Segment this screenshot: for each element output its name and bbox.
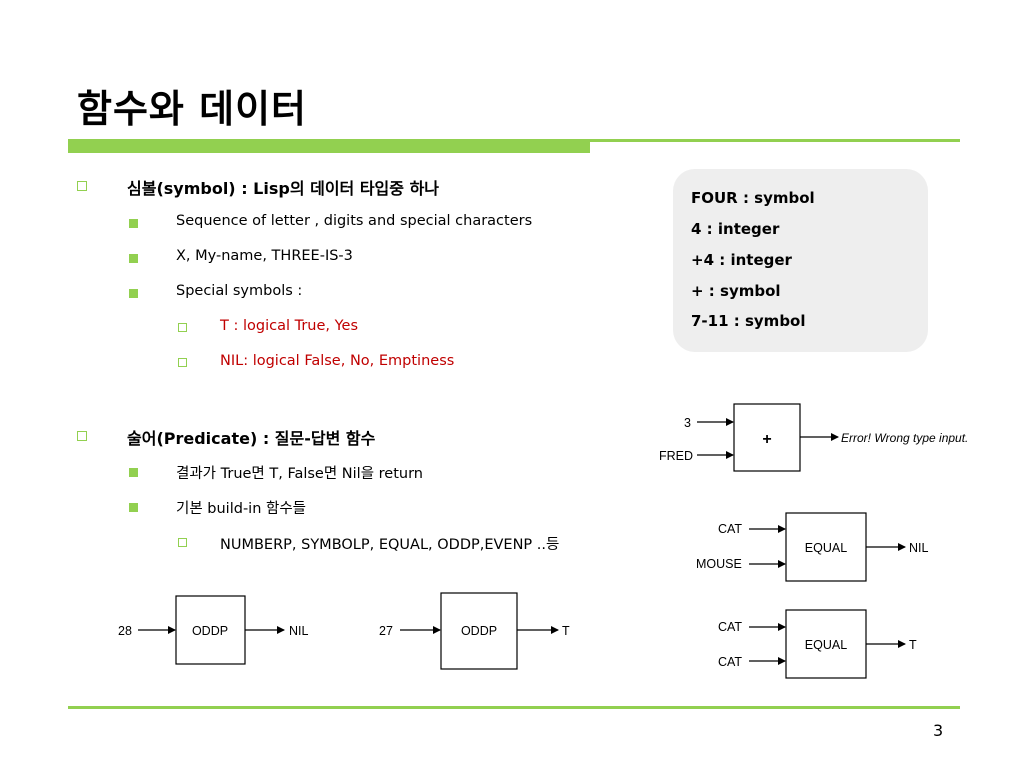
oddp1-output: NIL <box>289 624 309 638</box>
square-bullet-icon <box>129 219 138 228</box>
equal2-output: T <box>909 638 917 652</box>
special-symbol-nil: NIL: logical False, No, Emptiness <box>220 353 455 369</box>
type-example-line: 7-11 : symbol <box>691 312 806 330</box>
oddp2-operator: ODDP <box>461 624 497 638</box>
symbol-heading: 심볼(symbol) : Lisp의 데이터 타입중 하나 <box>127 179 440 198</box>
plus-function-diagram: 3 FRED + Error! Wrong type input. <box>659 403 968 472</box>
type-example-line: +4 : integer <box>691 251 792 269</box>
predicate-sub-item: NUMBERP, SYMBOLP, EQUAL, ODDP,EVENP ..등 <box>220 537 560 553</box>
predicate-heading: 술어(Predicate) : 질문-답변 함수 <box>127 429 376 448</box>
page-number: 3 <box>933 721 944 740</box>
hollow-square-bullet-icon <box>178 323 187 332</box>
oddp2-input: 27 <box>379 624 393 638</box>
predicate-item-1: 결과가 True면 T, False면 Nil을 return <box>176 466 423 482</box>
plus-operator: + <box>762 431 771 448</box>
type-examples-box <box>673 169 928 352</box>
oddp1-function-box <box>175 595 246 665</box>
equal2-operator: EQUAL <box>805 638 847 652</box>
equal1-operator: EQUAL <box>805 541 847 555</box>
oddp-function-diagram-1: 28 ODDP NIL <box>118 595 309 665</box>
oddp1-input: 28 <box>118 624 132 638</box>
symbol-item-2: X, My-name, THREE-IS-3 <box>176 248 353 264</box>
title-divider <box>68 139 960 142</box>
square-bullet-icon <box>129 254 138 263</box>
hollow-square-bullet-icon <box>77 431 87 441</box>
special-symbol-t: T : logical True, Yes <box>220 318 359 334</box>
type-example-line: + : symbol <box>691 282 781 300</box>
equal-function-diagram-2: CAT CAT EQUAL T <box>718 609 917 679</box>
oddp1-operator: ODDP <box>192 624 228 638</box>
plus-output: Error! Wrong type input. <box>841 431 968 445</box>
equal2-input-1: CAT <box>718 620 742 634</box>
footer-divider <box>68 706 960 709</box>
symbol-item-3: Special symbols : <box>176 283 303 299</box>
equal1-input-1: CAT <box>718 522 742 536</box>
oddp-function-diagram-2: 27 ODDP T <box>379 592 570 670</box>
hollow-square-bullet-icon <box>178 358 187 367</box>
square-bullet-icon <box>129 468 138 477</box>
symbol-item-1: Sequence of letter , digits and special … <box>176 213 533 229</box>
plus-input-2: FRED <box>659 449 693 463</box>
square-bullet-icon <box>129 503 138 512</box>
oddp2-function-box <box>440 592 518 670</box>
plus-function-box <box>733 403 801 472</box>
equal-function-diagram-1: CAT MOUSE EQUAL NIL <box>696 512 929 582</box>
type-example-line: 4 : integer <box>691 220 780 238</box>
oddp2-output: T <box>562 624 570 638</box>
predicate-item-2: 기본 build-in 함수들 <box>176 501 307 517</box>
equal1-output: NIL <box>909 541 929 555</box>
equal1-input-2: MOUSE <box>696 557 742 571</box>
hollow-square-bullet-icon <box>77 181 87 191</box>
equal1-function-box <box>785 512 867 582</box>
hollow-square-bullet-icon <box>178 538 187 547</box>
equal2-input-2: CAT <box>718 655 742 669</box>
type-example-line: FOUR : symbol <box>691 189 815 207</box>
slide-title: 함수와 데이터 <box>77 87 307 131</box>
plus-input-1: 3 <box>684 416 691 430</box>
title-divider-accent <box>68 141 590 153</box>
equal2-function-box <box>785 609 867 679</box>
square-bullet-icon <box>129 289 138 298</box>
